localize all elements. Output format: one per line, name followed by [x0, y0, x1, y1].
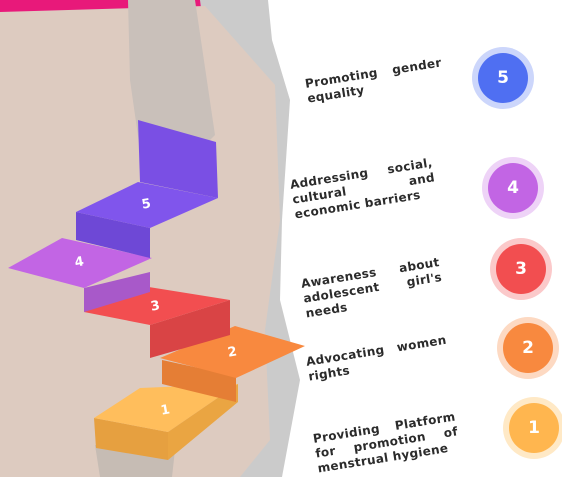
stair-step-4: [8, 238, 152, 312]
stair-number-2: 2: [227, 344, 239, 360]
stair-step-5: [76, 120, 218, 258]
step-circle-number-5: 5: [497, 68, 509, 88]
stair-number-1: 1: [160, 402, 172, 418]
step-circle-3: 3: [490, 238, 552, 300]
step-circle-number-3: 3: [515, 259, 527, 279]
step-circle-4: 4: [482, 157, 544, 219]
step-circle-1: 1: [503, 397, 562, 459]
step-circle-2: 2: [497, 317, 559, 379]
step-circle-number-1: 1: [528, 418, 540, 438]
stair-step-1: [94, 384, 238, 460]
step-circle-5: 5: [472, 47, 534, 109]
stair-number-5: 5: [141, 196, 153, 212]
stair-number-4: 4: [74, 254, 86, 270]
step-circle-number-4: 4: [507, 178, 519, 198]
stair-number-3: 3: [150, 298, 162, 314]
stair-step-2: [160, 326, 305, 402]
wall-column: [128, 0, 215, 150]
step-circle-number-2: 2: [522, 338, 534, 358]
